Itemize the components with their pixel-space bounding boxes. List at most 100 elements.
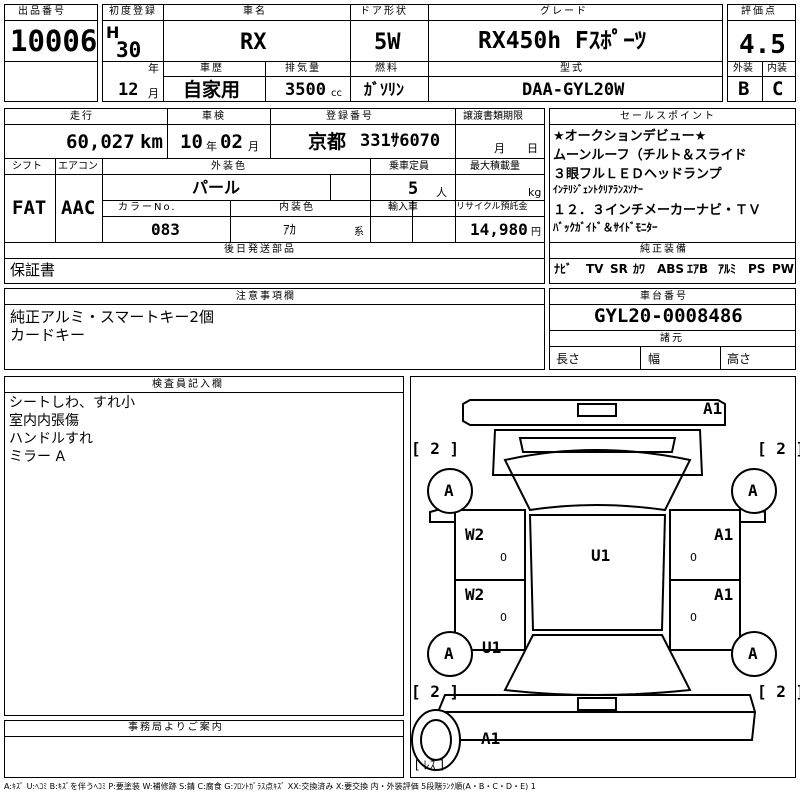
inspector-note-4: ミラー A: [9, 449, 66, 465]
color-value: パール: [192, 178, 241, 197]
tyre-front-right: [731, 468, 777, 514]
tyre-count-front-left: [ 2 ]: [411, 439, 460, 458]
equip-sr: SR: [610, 262, 628, 276]
width-label: 幅: [648, 352, 661, 366]
type-label: 型式: [560, 63, 584, 74]
model-label: 車名: [243, 6, 267, 17]
sales-point-label: セールスポイント: [620, 111, 716, 122]
inspector-note-2: 室内内張傷: [9, 413, 79, 429]
mark-rear-bumper: A1: [481, 729, 501, 748]
model-name: RX: [240, 30, 267, 55]
first-reg-year: 30: [116, 38, 142, 62]
equip-alloy: ｱﾙﾐ: [718, 262, 737, 276]
interior-label: 内装: [767, 63, 787, 74]
history-value: 自家用: [183, 79, 241, 101]
windshield-outline: [503, 449, 692, 512]
sales-point-3: ３眼フルＬＥＤヘッドランプ: [553, 167, 722, 182]
grade-value: RX450h Fｽﾎﾟｰﾂ: [478, 28, 647, 54]
lot-number-box: [4, 4, 98, 102]
mark-spare-tyre: [ ﾚｽ ]: [415, 758, 444, 772]
tyre-count-rear-left: [ 2 ]: [411, 682, 460, 701]
exterior-label: 外装: [733, 63, 753, 74]
office-label: 事務局よりご案内: [128, 722, 224, 733]
mark-left-front-door: W2: [465, 525, 485, 544]
transfer-day-unit: 日: [527, 142, 538, 155]
equip-leather: ｶﾜ: [633, 262, 646, 276]
cc-unit: cc: [331, 88, 342, 99]
interior-grade: C: [772, 78, 784, 100]
inspector-note-1: シートしわ、すれ小: [9, 395, 135, 411]
equip-abs: ABS: [657, 262, 685, 276]
history-label: 車歴: [200, 63, 224, 74]
exterior-grade: B: [738, 78, 750, 100]
fuel-value: ｶﾞｿﾘﾝ: [364, 80, 405, 99]
color-no-label: カラーNo.: [118, 202, 177, 213]
mark-left-quarter: U1: [482, 638, 502, 657]
door-value: 5W: [374, 30, 401, 55]
color-no-value: 083: [151, 220, 180, 239]
color-label: 外装色: [211, 161, 247, 172]
recycle-value: 14,980: [470, 220, 528, 239]
lot-number-label: 出品番号: [18, 6, 66, 17]
chassis-box: [549, 288, 796, 370]
displacement-value: 3500: [285, 80, 326, 100]
mark-tyre-front-right: A: [748, 481, 758, 500]
type-value: DAA-GYL20W: [522, 80, 625, 100]
equip-ps: PS: [748, 262, 766, 276]
grade-label: グレード: [540, 6, 588, 17]
transfer-month-unit: 月: [494, 142, 505, 155]
hood-outline: [491, 429, 704, 476]
height-label: 高さ: [727, 352, 752, 366]
inspection-year-unit: 年: [206, 140, 217, 153]
reg-prefix: 京都: [308, 131, 347, 153]
sales-point-4: ｲﾝﾃﾘｼﾞｪﾝﾄｸﾘｱﾗﾝｽｿﾅｰ: [553, 185, 643, 196]
mark-tyre-rear-left: A: [444, 644, 454, 663]
chassis-label: 車台番号: [640, 291, 688, 302]
aircon-label: エアコン: [58, 161, 98, 172]
year-unit: 年: [148, 62, 159, 75]
first-reg-month: 12: [118, 80, 139, 100]
max-load-unit: kg: [528, 186, 542, 199]
mark-right-rear-door: A1: [714, 585, 734, 604]
capacity-label: 乗車定員: [389, 161, 429, 172]
equip-pw: PW: [772, 262, 795, 276]
mark-right-front-door: A1: [714, 525, 734, 544]
inspection-month: 02: [220, 131, 243, 153]
shift-label: シフト: [12, 161, 42, 172]
sales-point-6: ﾊﾞｯｸｶﾞｲﾄﾞ＆ｻｲﾄﾞﾓﾆﾀｰ: [553, 221, 658, 234]
tyre-rear-right: [731, 631, 777, 677]
rear-plate: [577, 697, 617, 711]
month-unit: 月: [148, 87, 159, 100]
aircon-value: AAC: [61, 197, 96, 219]
note-line-2: カードキー: [10, 326, 86, 344]
mark-front-bumper: A1: [703, 399, 723, 418]
int-color-unit: 系: [354, 227, 364, 238]
inspection-label: 車検: [202, 111, 226, 122]
tyre-count-rear-right: [ 2 ]: [757, 682, 800, 701]
reg-number: 331ｻ6070: [360, 131, 441, 151]
tyre-count-front-right: [ 2 ]: [757, 439, 800, 458]
displacement-label: 排気量: [285, 63, 321, 74]
vehicle-detail-box: [4, 108, 545, 284]
note-line-1: 純正アルミ・スマートキー2個: [10, 308, 214, 326]
inspector-label: 検査員記入欄: [152, 379, 224, 390]
mark-left-front-door-zero: 0: [500, 551, 507, 564]
score-label: 評価点: [741, 6, 777, 17]
chassis-number: GYL20-0008486: [594, 305, 743, 327]
inspector-note-3: ハンドルすれ: [9, 431, 93, 447]
km-unit: km: [140, 131, 163, 153]
left-body-outline: [454, 509, 526, 651]
score-value: 4.5: [739, 30, 786, 60]
length-label: 長さ: [556, 352, 581, 366]
tyre-rear-left: [427, 631, 473, 677]
shift-value: FAT: [12, 197, 47, 219]
inspection-month-unit: 月: [248, 140, 259, 153]
tyre-front-left: [427, 468, 473, 514]
fuel-label: 燃料: [375, 63, 399, 74]
equip-airbag: ｴｱB: [687, 262, 709, 276]
sales-point-5: １２．３インチメーカーナビ・ＴＶ: [553, 203, 762, 218]
score-box: [727, 4, 796, 102]
office-box: [4, 720, 404, 778]
sales-point-1: ★オークションデビュー★: [553, 129, 707, 144]
